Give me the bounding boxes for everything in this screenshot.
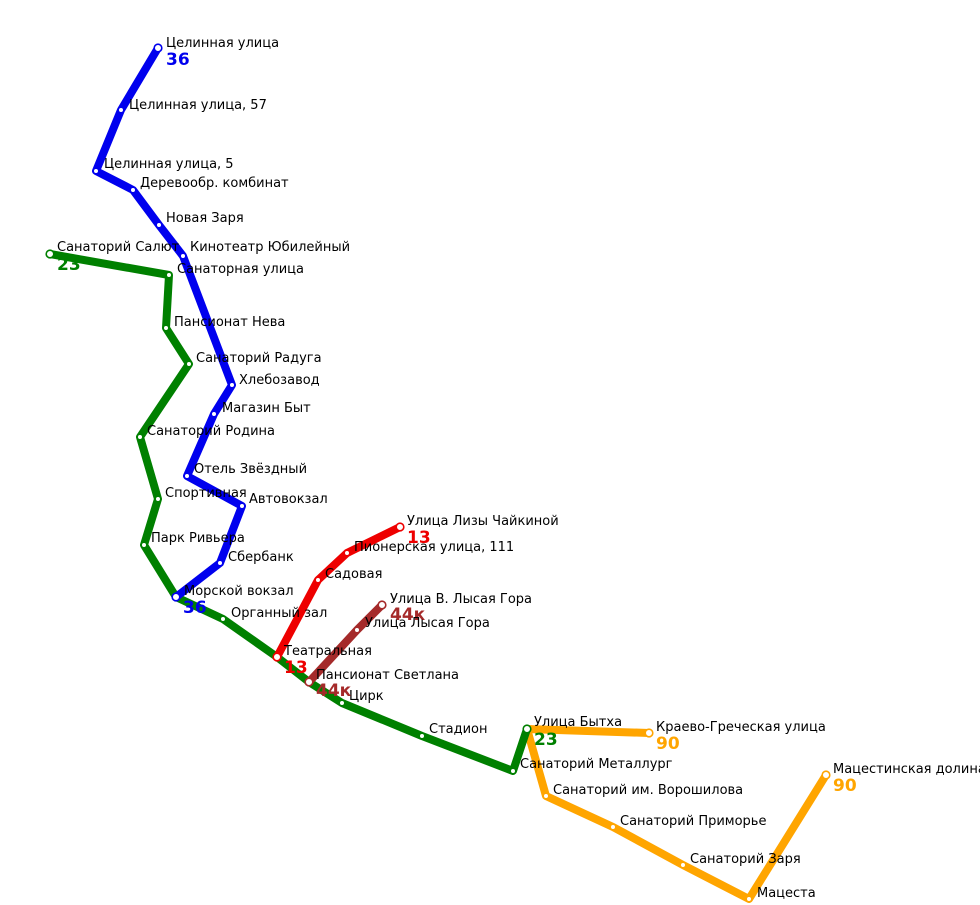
route-number-23-end: 23	[534, 730, 558, 750]
stop-marker[interactable]	[522, 724, 532, 734]
stop-marker[interactable]	[183, 472, 191, 480]
stop-label-magazin-byt: Магазин Быт	[222, 401, 311, 416]
stop-label-otel-zvezdny: Отель Звёздный	[194, 462, 307, 477]
route-line-23	[46, 250, 531, 775]
stop-marker[interactable]	[343, 549, 351, 557]
stop-marker[interactable]	[679, 861, 687, 869]
route-line-36	[92, 44, 246, 601]
stop-label-stadion: Стадион	[429, 722, 488, 737]
stop-label-matsesta: Мацеста	[757, 886, 816, 901]
stop-label-avtovokzal: Автовокзал	[249, 492, 328, 507]
stop-label-derevoobr: Деревообр. комбинат	[140, 176, 289, 191]
stop-label-sanatoriy-rodina: Санаторий Родина	[147, 424, 275, 439]
stop-label-tselinnaya-5: Целинная улица, 5	[104, 157, 234, 172]
stop-label-primorye: Санаторий Приморье	[620, 814, 766, 829]
stop-marker[interactable]	[216, 559, 224, 567]
stop-label-sanatoriy-metallurg: Санаторий Металлург	[520, 757, 673, 772]
route-number-90-end: 90	[833, 776, 857, 796]
route-line-13	[273, 523, 404, 661]
stop-label-sanatoriy-raduga: Санаторий Радуга	[196, 351, 322, 366]
stops-layer	[45, 43, 831, 903]
stop-label-pansionat-svetlana: Пансионат Светлана	[316, 668, 459, 683]
stop-marker[interactable]	[272, 652, 282, 662]
route-number-44k-start: 44к	[390, 605, 426, 625]
stop-label-organny-zal: Органный зал	[231, 606, 327, 621]
stop-marker[interactable]	[45, 249, 55, 259]
stop-marker[interactable]	[162, 324, 170, 332]
stop-label-sportivnaya: Спортивная	[165, 486, 247, 501]
stop-label-tselinnaya: Целинная улица	[166, 36, 279, 51]
route-number-23-start: 23	[57, 255, 81, 275]
route-number-36-end: 36	[183, 598, 207, 618]
stop-marker[interactable]	[165, 271, 173, 279]
stop-marker[interactable]	[338, 699, 346, 707]
stop-marker[interactable]	[509, 767, 517, 775]
route-number-13-end: 13	[284, 658, 308, 678]
stop-marker[interactable]	[745, 895, 753, 903]
stop-label-kraevo-grecheskaya: Краево-Греческая улица	[656, 720, 826, 735]
stop-label-sanatoriy-salyut: Санаторий Салют	[57, 240, 180, 255]
stop-label-v-lysaya-gora: Улица В. Лысая Гора	[390, 592, 532, 607]
stop-label-voroshilova: Санаторий им. Ворошилова	[553, 783, 743, 798]
stop-label-sberbank: Сбербанк	[228, 550, 294, 565]
stop-marker[interactable]	[179, 252, 187, 260]
route-number-36-start: 36	[166, 50, 190, 70]
stop-marker[interactable]	[117, 106, 125, 114]
stop-label-kinoteatr: Кинотеатр Юбилейный	[190, 240, 350, 255]
route-number-44k-end: 44к	[316, 681, 352, 701]
stop-label-tsirk: Цирк	[349, 689, 384, 704]
stop-marker[interactable]	[418, 732, 426, 740]
stop-label-novaya-zarya: Новая Заря	[166, 211, 244, 226]
stop-marker[interactable]	[155, 221, 163, 229]
stop-marker[interactable]	[210, 410, 218, 418]
stop-marker[interactable]	[185, 360, 193, 368]
stop-marker[interactable]	[609, 823, 617, 831]
stop-marker[interactable]	[353, 626, 361, 634]
stop-label-khlebozavod: Хлебозавод	[239, 373, 320, 388]
stop-marker[interactable]	[821, 770, 831, 780]
stop-label-pionerskaya: Пионерская улица, 111	[354, 540, 514, 555]
stop-marker[interactable]	[219, 615, 227, 623]
stop-marker[interactable]	[129, 186, 137, 194]
stop-label-morskoy-vokzal: Морской вокзал	[184, 584, 294, 599]
route-number-13-start: 13	[407, 528, 431, 548]
stop-marker[interactable]	[228, 381, 236, 389]
stop-marker[interactable]	[314, 576, 322, 584]
stop-marker[interactable]	[92, 167, 100, 175]
stop-label-lysaya-gora: Улица Лысая Гора	[365, 616, 490, 631]
stop-label-matsestinskaya-dolina: Мацестинская долина	[833, 762, 980, 777]
stop-marker[interactable]	[140, 541, 148, 549]
stop-marker[interactable]	[542, 792, 550, 800]
stop-label-pansionat-neva: Пансионат Нева	[174, 315, 285, 330]
stop-label-sanatornaya: Санаторная улица	[177, 262, 304, 277]
labels-layer: Целинная улица 36 Целинная улица, 57 Цел…	[57, 36, 980, 901]
stop-label-teatralnaya: Театральная	[283, 644, 372, 659]
stop-marker[interactable]	[136, 433, 144, 441]
stop-marker[interactable]	[304, 677, 314, 687]
stop-marker[interactable]	[153, 43, 163, 53]
stop-marker[interactable]	[154, 495, 162, 503]
stop-label-sanatoriy-zarya: Санаторий Заря	[690, 852, 801, 867]
stop-label-ulitsa-bytkha: Улица Бытха	[534, 715, 622, 730]
stop-label-lizy-chaykinoy: Улица Лизы Чайкиной	[407, 514, 559, 529]
stop-marker[interactable]	[377, 600, 387, 610]
stop-label-tselinnaya-57: Целинная улица, 57	[129, 98, 267, 113]
stop-marker[interactable]	[395, 522, 405, 532]
stop-label-park-riviera: Парк Ривьера	[151, 531, 245, 546]
stop-marker[interactable]	[171, 592, 181, 602]
route-number-90-start: 90	[656, 734, 680, 754]
stop-marker[interactable]	[238, 502, 246, 510]
stop-label-sadovaya: Садовая	[325, 567, 382, 582]
stop-marker[interactable]	[644, 728, 654, 738]
